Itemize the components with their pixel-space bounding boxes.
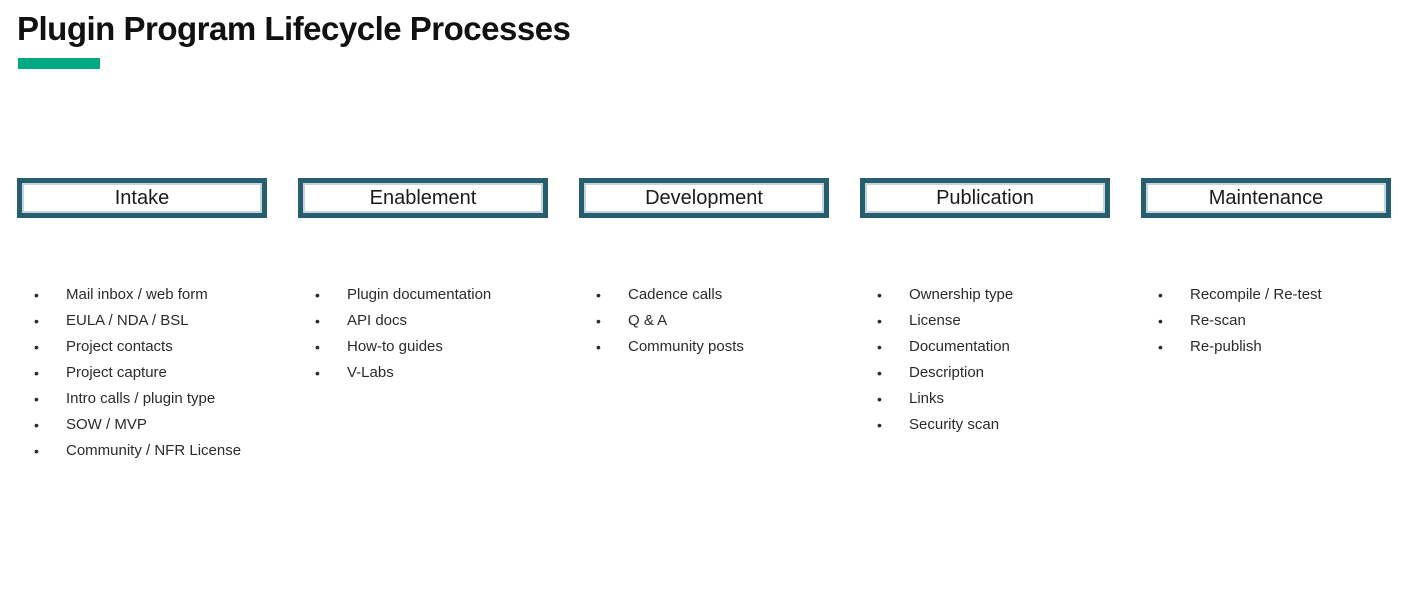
list-item-label: Ownership type — [909, 286, 1014, 303]
stage-column-intake: Intake • Mail inbox / web form • EULA / ND… — [17, 178, 267, 464]
bullet-icon: • — [1158, 287, 1163, 303]
bullet-icon: • — [34, 391, 39, 407]
list-item-label: Project contacts — [66, 338, 173, 355]
stage-header-box: Intake — [17, 178, 267, 218]
list-item: • Intro calls / plugin type — [34, 386, 267, 412]
list-item-label: V-Labs — [347, 364, 394, 381]
bullet-icon: • — [877, 339, 882, 355]
bullet-icon: • — [315, 339, 320, 355]
list-item-label: EULA / NDA / BSL — [66, 312, 189, 329]
stage-title: Publication — [936, 186, 1034, 209]
bullet-icon: • — [877, 287, 882, 303]
list-item: • Re-scan — [1158, 308, 1391, 334]
bullet-icon: • — [596, 339, 601, 355]
bullet-icon: • — [877, 365, 882, 381]
title-accent-bar — [18, 58, 100, 69]
bullet-icon: • — [596, 287, 601, 303]
stage-title: Enablement — [369, 186, 477, 209]
list-item: • Project capture — [34, 360, 267, 386]
bullet-list: • Cadence calls • Q & A • Community posts — [579, 282, 829, 360]
stage-column-maintenance: Maintenance • Recompile / Re-test • Re-sca… — [1141, 178, 1391, 464]
bullet-list: • Plugin documentation • API docs • How-to … — [298, 282, 548, 386]
bullet-list: • Recompile / Re-test • Re-scan • Re-publis… — [1141, 282, 1391, 360]
stage-column-enablement: Enablement • Plugin documentation • API do… — [298, 178, 548, 464]
lifecycle-stages: Intake • Mail inbox / web form • EULA / ND… — [17, 178, 1391, 464]
list-item: • API docs — [315, 308, 548, 334]
page-title: Plugin Program Lifecycle Processes — [17, 10, 571, 47]
stage-header-box: Publication — [860, 178, 1110, 218]
list-item: • Cadence calls — [596, 282, 829, 308]
bullet-icon: • — [315, 365, 320, 381]
bullet-icon: • — [877, 417, 882, 433]
bullet-icon: • — [34, 313, 39, 329]
list-item: • Links — [877, 386, 1110, 412]
bullet-icon: • — [1158, 339, 1163, 355]
list-item: • Recompile / Re-test — [1158, 282, 1391, 308]
list-item-label: SOW / MVP — [66, 416, 147, 433]
list-item-label: Q & A — [628, 312, 668, 329]
list-item-label: How-to guides — [347, 338, 443, 355]
list-item-label: Re-publish — [1190, 338, 1262, 355]
list-item-label: Security scan — [909, 416, 1000, 433]
list-item-label: API docs — [347, 312, 408, 329]
bullet-icon: • — [34, 417, 39, 433]
bullet-icon: • — [877, 313, 882, 329]
list-item-label: License — [909, 312, 961, 329]
stage-header-box: Development — [579, 178, 829, 218]
list-item: • How-to guides — [315, 334, 548, 360]
bullet-icon: • — [34, 287, 39, 303]
list-item-label: Description — [909, 364, 985, 381]
list-item: • Re-publish — [1158, 334, 1391, 360]
stage-header-box: Maintenance — [1141, 178, 1391, 218]
list-item: • License — [877, 308, 1110, 334]
stage-title: Development — [645, 186, 763, 209]
stage-title: Intake — [114, 186, 170, 209]
list-item: • EULA / NDA / BSL — [34, 308, 267, 334]
list-item: • V-Labs — [315, 360, 548, 386]
list-item: • Q & A — [596, 308, 829, 334]
list-item-label: Re-scan — [1190, 312, 1246, 329]
list-item: • Ownership type — [877, 282, 1110, 308]
list-item-label: Project capture — [66, 364, 167, 381]
list-item: • Security scan — [877, 412, 1110, 438]
bullet-icon: • — [34, 339, 39, 355]
list-item-label: Community posts — [628, 338, 744, 355]
list-item-label: Documentation — [909, 338, 1010, 355]
list-item-label: Plugin documentation — [347, 286, 492, 303]
stage-header-box: Enablement — [298, 178, 548, 218]
list-item-label: Cadence calls — [628, 286, 723, 303]
bullet-icon: • — [877, 391, 882, 407]
list-item: • Plugin documentation — [315, 282, 548, 308]
bullet-list: • Mail inbox / web form • EULA / NDA / BSL… — [17, 282, 267, 464]
bullet-icon: • — [596, 313, 601, 329]
list-item: • SOW / MVP — [34, 412, 267, 438]
bullet-icon: • — [34, 443, 39, 459]
bullet-icon: • — [34, 365, 39, 381]
list-item: • Mail inbox / web form — [34, 282, 267, 308]
bullet-list: •Ownership type •License •Documentation … — [860, 282, 1110, 438]
list-item: • Documentation — [877, 334, 1110, 360]
bullet-icon: • — [1158, 313, 1163, 329]
list-item-label: Community / NFR License — [66, 442, 242, 459]
list-item: • Community posts — [596, 334, 829, 360]
list-item: • Community / NFR License — [34, 438, 267, 464]
stage-column-publication: Publication • Ownership type • License • Do… — [860, 178, 1110, 464]
bullet-icon: • — [315, 313, 320, 329]
list-item-label: Intro calls / plugin type — [66, 390, 216, 407]
list-item-label: Recompile / Re-test — [1190, 286, 1322, 303]
bullet-icon: • — [315, 287, 320, 303]
list-item-label: Mail inbox / web form — [66, 286, 208, 303]
list-item-label: Links — [909, 390, 945, 407]
list-item: • Description — [877, 360, 1110, 386]
stage-column-development: Development • Cadence calls • Q & A • Commu… — [579, 178, 829, 464]
list-item: • Project contacts — [34, 334, 267, 360]
stage-title: Maintenance — [1208, 186, 1324, 209]
